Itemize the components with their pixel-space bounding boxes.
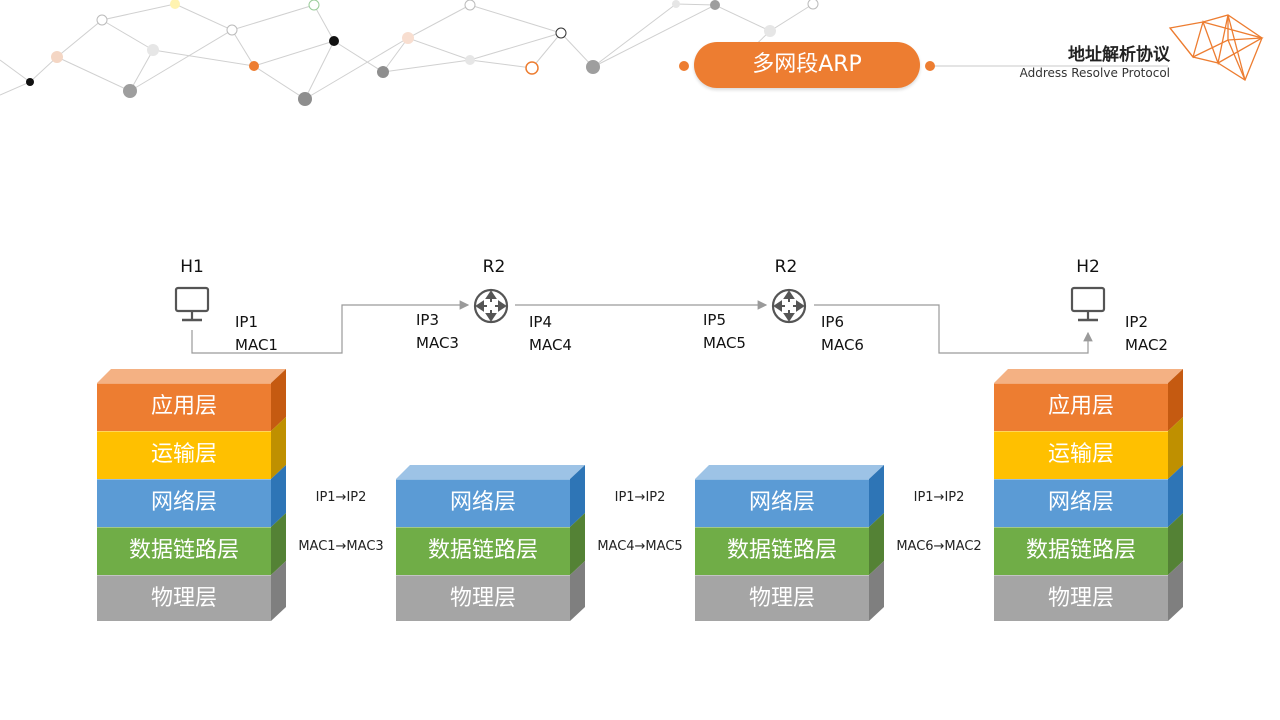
layer-physical: 物理层 <box>695 575 869 621</box>
h2-address: IP2 MAC2 <box>1125 311 1168 357</box>
brand-subtitle: Address Resolve Protocol <box>1019 66 1170 80</box>
layer-network: 网络层 <box>994 479 1168 527</box>
mac-text: MAC6 <box>821 336 864 354</box>
ip-text: IP2 <box>1125 313 1149 331</box>
r2a-out-address: IP4 MAC4 <box>529 311 572 357</box>
ip-text: IP4 <box>529 313 553 331</box>
r2a-in-address: IP3 MAC3 <box>416 309 459 355</box>
h1-address: IP1 MAC1 <box>235 311 278 357</box>
node-label-h1: H1 <box>180 257 204 277</box>
mac-text: MAC1 <box>235 336 278 354</box>
r2b-in-address: IP5 MAC5 <box>703 309 746 355</box>
mac-text: MAC4 <box>529 336 572 354</box>
router-icon <box>473 288 509 324</box>
brand-title: 地址解析协议 <box>1068 45 1170 65</box>
layer-datalink: 数据链路层 <box>396 527 570 575</box>
hop1-ip-label: IP1→IP2 <box>315 490 367 505</box>
mac-text: MAC2 <box>1125 336 1168 354</box>
ip-text: IP5 <box>703 311 727 329</box>
r2b-out-address: IP6 MAC6 <box>821 311 864 357</box>
layer-datalink: 数据链路层 <box>994 527 1168 575</box>
layer-datalink: 数据链路层 <box>695 527 869 575</box>
ip-text: IP3 <box>416 311 440 329</box>
ip-text: IP6 <box>821 313 845 331</box>
hop2-mac-label: MAC4→MAC5 <box>597 539 683 554</box>
layer-datalink: 数据链路层 <box>97 527 271 575</box>
hop2-ip-label: IP1→IP2 <box>614 490 666 505</box>
hop1-mac-label: MAC1→MAC3 <box>298 539 384 554</box>
layer-transport: 运输层 <box>994 431 1168 479</box>
layer-network: 网络层 <box>396 479 570 527</box>
layer-application: 应用层 <box>97 383 271 431</box>
layer-physical: 物理层 <box>994 575 1168 621</box>
monitor-icon <box>174 286 210 322</box>
section-badge: 多网段ARP <box>694 42 920 88</box>
node-label-h2: H2 <box>1076 257 1100 277</box>
brand-logo <box>1168 14 1264 81</box>
router-icon <box>771 288 807 324</box>
decorative-network-graphic <box>0 0 1264 106</box>
mac-text: MAC3 <box>416 334 459 352</box>
layer-physical: 物理层 <box>396 575 570 621</box>
layer-network: 网络层 <box>97 479 271 527</box>
node-label-r2-second: R2 <box>774 257 798 277</box>
layer-application: 应用层 <box>994 383 1168 431</box>
ip-text: IP1 <box>235 313 259 331</box>
monitor-icon <box>1070 286 1106 322</box>
node-label-r2-first: R2 <box>482 257 506 277</box>
layer-network: 网络层 <box>695 479 869 527</box>
layer-physical: 物理层 <box>97 575 271 621</box>
hop3-mac-label: MAC6→MAC2 <box>896 539 982 554</box>
layer-transport: 运输层 <box>97 431 271 479</box>
mac-text: MAC5 <box>703 334 746 352</box>
hop3-ip-label: IP1→IP2 <box>913 490 965 505</box>
